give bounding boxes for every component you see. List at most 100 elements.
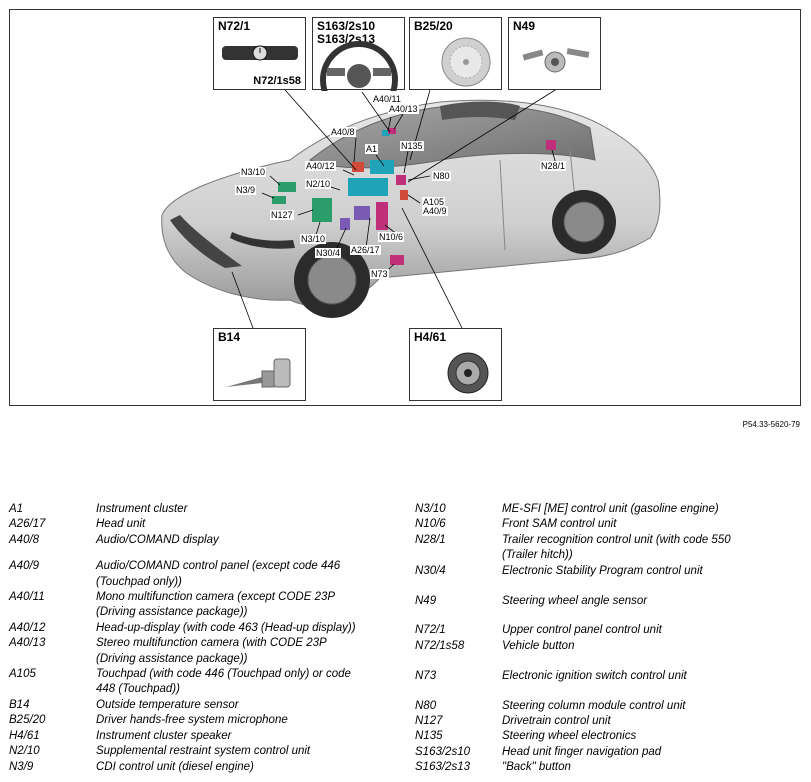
legend-desc: "Back" button — [502, 761, 571, 774]
inset-s163: S163/2s10 S163/2s13 — [312, 17, 405, 91]
legend-row: N73 Electronic ignition switch control un… — [415, 669, 805, 684]
legend-desc: Audio/COMAND control panel (except code … — [96, 560, 341, 588]
legend-row: B25/20 Driver hands-free system microphon… — [9, 713, 399, 728]
legend-code: N49 — [415, 595, 437, 608]
tag-a40-11: A40/11 — [372, 94, 402, 104]
legend-code: N80 — [415, 699, 437, 712]
legend-desc: Steering wheel angle sensor — [502, 595, 648, 608]
legend-code: N135 — [415, 730, 443, 743]
tag-n127: N127 — [270, 210, 294, 220]
legend-code: S163/2s13 — [415, 761, 470, 774]
legend-row: N72/1s58 Vehicle button — [415, 639, 805, 654]
component-location-figure: N72/1 N72/1s58 S163/2s10 S163/2s13 B25/2… — [9, 9, 801, 406]
legend-code: A26/17 — [9, 518, 46, 531]
speaker-icon — [447, 352, 489, 394]
headlight — [230, 232, 295, 249]
tag-a40-13: A40/13 — [388, 104, 419, 114]
legend-desc: Supplemental restraint system control un… — [96, 745, 311, 758]
legend-desc: Steering wheel electronics — [502, 730, 637, 743]
car-illustration — [161, 81, 661, 329]
legend-row: A1 Instrument cluster — [9, 502, 399, 517]
legend-code: A40/13 — [9, 637, 46, 650]
legend-desc: Drivetrain control unit — [502, 715, 611, 728]
legend-code: N28/1 — [415, 533, 446, 546]
legend-row: A26/17 Head unit — [9, 517, 399, 532]
legend-desc: Vehicle button — [502, 639, 575, 652]
legend-code: N3/9 — [9, 760, 34, 773]
steering-angle-sensor-icon — [522, 48, 590, 73]
tag-n3-10-top: N3/10 — [240, 167, 267, 177]
legend-code: N72/1s58 — [415, 639, 465, 652]
component-blocks — [272, 128, 556, 265]
inset-label: H4/61 — [414, 330, 447, 344]
tag-n3-10-bottom: N3/10 — [300, 234, 327, 244]
legend-desc: Driver hands-free system microphone — [96, 714, 288, 727]
tag-n3-9: N3/9 — [235, 185, 257, 195]
legend-code: N127 — [415, 715, 443, 728]
rear-rim — [563, 201, 605, 243]
legend-desc: Audio/COMAND display — [96, 533, 219, 546]
legend-desc: Head unit finger navigation pad — [502, 745, 662, 758]
inset-b14: B14 — [213, 328, 306, 401]
legend-row: N49 Steering wheel angle sensor — [415, 594, 805, 609]
legend-desc: Electronic ignition switch control unit — [502, 670, 687, 683]
legend-row: N135 Steering wheel electronics — [415, 729, 805, 744]
tag-n135: N135 — [400, 141, 424, 151]
legend-code: A1 — [9, 503, 24, 515]
legend-column-left: A1 Instrument cluster A26/17 Head unit A40… — [9, 502, 399, 775]
inset-n49: N49 — [508, 17, 601, 90]
front-grille — [170, 215, 242, 268]
tag-n73: N73 — [370, 269, 389, 279]
legend-code: S163/2s10 — [415, 745, 470, 758]
legend-desc: Front SAM control unit — [502, 518, 617, 531]
legend-code: A40/8 — [9, 533, 40, 546]
legend-code: B25/20 — [9, 714, 46, 727]
tag-a26-17: A26/17 — [350, 245, 381, 255]
legend-code: N73 — [415, 670, 437, 683]
legend-code: N72/1 — [415, 624, 446, 637]
sunroof — [440, 101, 520, 120]
inset-h4-61: H4/61 — [409, 328, 502, 401]
tag-n80: N80 — [432, 171, 451, 181]
legend-desc: Instrument cluster — [96, 503, 188, 515]
legend-desc: CDI control unit (diesel engine) — [96, 760, 254, 773]
steering-wheel-icon — [320, 41, 398, 91]
inset-label: N72/1 — [218, 19, 251, 33]
legend-row: S163/2s10 Head unit finger navigation pad — [415, 745, 805, 760]
inset-sublabel: N72/1s58 — [253, 75, 301, 87]
legend-row: N30/4 Electronic Stability Program contro… — [415, 564, 805, 579]
legend-code: H4/61 — [9, 729, 40, 742]
legend-desc: Steering column module control unit — [502, 699, 686, 712]
tag-n10-6: N10/6 — [378, 232, 405, 242]
microphone-icon — [441, 37, 491, 87]
legend-row: S163/2s13 "Back" button — [415, 760, 805, 775]
temperature-sensor-icon — [226, 358, 291, 388]
legend-desc: Upper control panel control unit — [502, 624, 662, 637]
legend-desc: Electronic Stability Program control uni… — [502, 564, 703, 577]
upper-control-panel-icon — [222, 45, 298, 61]
tag-n28-1: N28/1 — [540, 161, 567, 171]
legend-code: A105 — [9, 668, 36, 681]
figure-code: P54.33-5620-79 — [742, 420, 800, 429]
legend-code: A40/12 — [9, 621, 46, 634]
tag-a40-12: A40/12 — [305, 161, 336, 171]
tag-n2-10: N2/10 — [305, 179, 332, 189]
legend-code: N3/10 — [415, 503, 446, 515]
legend-code: A40/11 — [9, 591, 45, 604]
tag-a1: A1 — [365, 144, 379, 154]
legend-code: N30/4 — [415, 564, 446, 577]
legend-desc: Outside temperature sensor — [96, 698, 239, 711]
tag-a40-8: A40/8 — [330, 127, 356, 137]
inset-label: N49 — [513, 19, 536, 33]
legend-desc: Head unit — [96, 518, 146, 531]
